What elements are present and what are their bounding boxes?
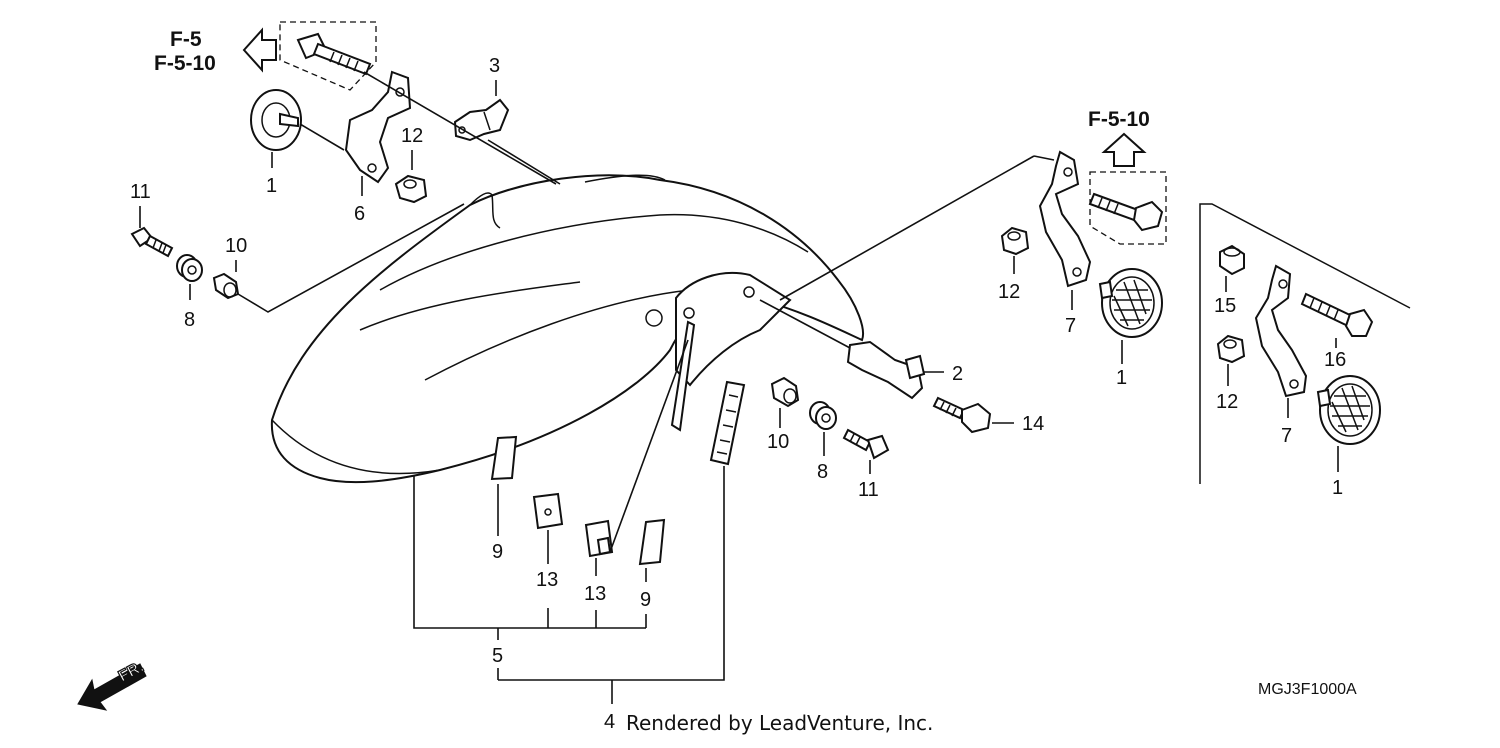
ref-box-mid-right (1089, 171, 1167, 245)
callout-1-mid: 1 (1116, 367, 1127, 389)
callout-15: 15 (1214, 295, 1236, 317)
inset-reflector[interactable] (1316, 375, 1381, 445)
bolt-top-left[interactable] (296, 32, 372, 76)
ref-label-f5-10-left: F-5-10 (154, 52, 216, 75)
inset-bolt-16[interactable] (1300, 292, 1374, 337)
reflector-mid[interactable] (1098, 268, 1163, 338)
callout-11-right: 11 (858, 479, 879, 501)
callout-12-inset: 12 (1216, 391, 1238, 413)
holder-3[interactable] (453, 98, 510, 142)
callout-4: 4 (604, 711, 615, 733)
callout-9-right: 9 (640, 589, 651, 611)
callout-1-inset: 1 (1332, 477, 1343, 499)
clip-2[interactable] (904, 354, 926, 380)
callout-3: 3 (489, 55, 500, 77)
callout-8-right: 8 (817, 461, 828, 483)
callout-13-right: 13 (584, 583, 606, 605)
callout-8-left: 8 (184, 309, 195, 331)
collar-10-left[interactable] (212, 272, 240, 300)
ref-arrow-up-icon (1101, 132, 1147, 167)
tape-9-right[interactable] (638, 518, 666, 566)
inset-frame (1199, 203, 1411, 484)
stay-bracket-7-mid[interactable] (1038, 150, 1092, 288)
ref-label-f5: F-5 (170, 28, 202, 51)
front-direction-arrow-icon (77, 663, 147, 711)
grommet-8-left[interactable] (176, 254, 203, 282)
callout-12-left: 12 (401, 125, 423, 147)
reflector-left[interactable] (250, 89, 302, 151)
ref-label-f5-10-right: F-5-10 (1088, 108, 1150, 131)
leader-lines (139, 71, 1339, 704)
nut-13-right[interactable] (584, 519, 614, 558)
bolt-14[interactable] (932, 396, 992, 434)
callout-2: 2 (952, 363, 963, 385)
bolt-11-right[interactable] (842, 428, 890, 460)
callout-14: 14 (1022, 413, 1044, 435)
callouts: 3 12 1 6 11 10 8 2 14 10 8 11 12 7 1 15 … (130, 55, 1346, 733)
ref-box-top-left (279, 21, 377, 91)
credit-text: Rendered by LeadVenture, Inc. (626, 711, 933, 735)
callout-16: 16 (1324, 349, 1346, 371)
ref-arrow-left-icon (242, 27, 277, 73)
diagram-code: MGJ3F1000A (1258, 681, 1357, 698)
nut-13-left[interactable] (532, 492, 564, 530)
inset-nut-12[interactable] (1216, 334, 1246, 364)
callout-12-mid: 12 (998, 281, 1020, 303)
bolt-11-left[interactable] (130, 226, 174, 258)
callout-10-right: 10 (767, 431, 789, 453)
callout-11-left: 11 (130, 181, 151, 203)
inset-collar-15[interactable] (1219, 244, 1245, 276)
callout-10-left: 10 (225, 235, 247, 257)
callout-9-left: 9 (492, 541, 503, 563)
emblem[interactable] (709, 380, 746, 466)
bolt-f510-mid[interactable] (1088, 192, 1164, 232)
collar-10-right[interactable] (770, 376, 800, 408)
callout-1-left: 1 (266, 175, 277, 197)
front-fender[interactable] (270, 174, 924, 484)
callout-7-inset: 7 (1281, 425, 1292, 447)
nut-12-left[interactable] (394, 174, 428, 204)
grommet-8-right[interactable] (809, 401, 837, 430)
nut-12-mid[interactable] (1000, 226, 1030, 256)
callout-5: 5 (492, 645, 503, 667)
callout-13-left: 13 (536, 569, 558, 591)
tape-9-left[interactable] (490, 435, 518, 481)
callout-6: 6 (354, 203, 365, 225)
inset-stay-bracket-7[interactable] (1254, 264, 1308, 398)
stay-bracket-left[interactable] (344, 70, 412, 184)
callout-7-mid: 7 (1065, 315, 1076, 337)
